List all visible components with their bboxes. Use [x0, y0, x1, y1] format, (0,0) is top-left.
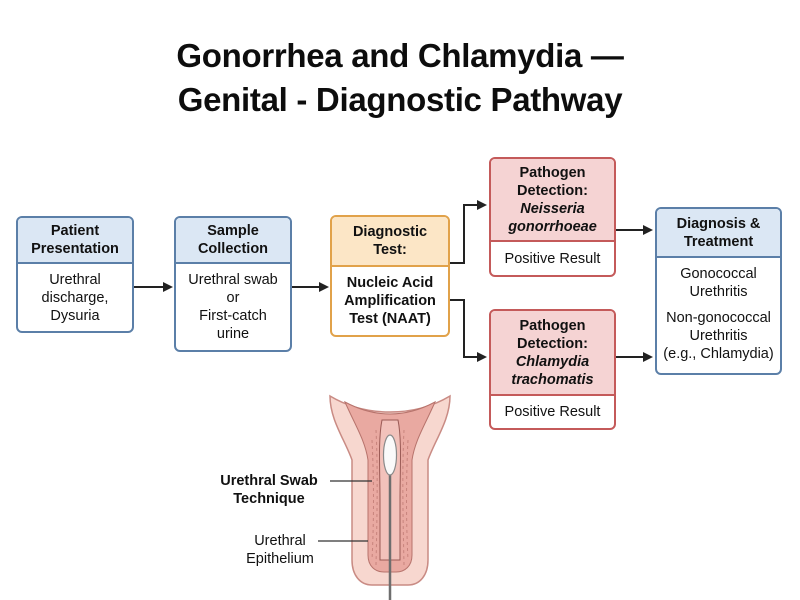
header-line: Test: [373, 242, 407, 258]
diagnosis-treatment-header: Diagnosis & Treatment [657, 209, 780, 258]
result-text: Positive Result [504, 404, 601, 420]
diagnosis-line: (e.g., Chlamydia) [663, 346, 774, 362]
organism-name: trachomatis [511, 371, 594, 388]
label-line: Urethral Swab [220, 473, 318, 489]
body-line: urine [216, 326, 250, 342]
diagnosis-line: Urethritis [689, 328, 748, 344]
chlamydia-detection-box: Pathogen Detection: Chlamydia trachomati… [489, 309, 616, 430]
page-title: Gonorrhea and Chlamydia — Genital - Diag… [0, 34, 800, 122]
body-line: Dysuria [50, 307, 100, 324]
diagnosis-treatment-body: Gonococcal Urethritis Non-gonococcal Ure… [657, 258, 780, 373]
header-line: Pathogen [519, 317, 586, 334]
header-line: Detection: [517, 182, 588, 199]
diagnosis-treatment-box: Diagnosis & Treatment Gonococcal Urethri… [655, 207, 782, 375]
label-line: Urethral [254, 533, 306, 549]
arrow-test-to-chlamydia [450, 299, 487, 362]
header-line: Diagnosis & [676, 215, 761, 232]
arrow-test-to-gonorrhoeae [450, 200, 487, 264]
epithelium-texture [371, 429, 409, 566]
urethral-epithelium-label: Urethral Epithelium [240, 532, 320, 568]
chlamydia-detection-header: Pathogen Detection: Chlamydia trachomati… [491, 311, 614, 396]
body-line: First-catch [199, 308, 267, 324]
gonorrhoeae-detection-header: Pathogen Detection: Neisseria gonorrhoea… [491, 159, 614, 242]
diagnostic-test-header: Diagnostic Test: [332, 217, 448, 267]
sample-collection-body: Urethral swab or First-catch urine [176, 264, 290, 350]
diagnosis-line: Gonococcal [680, 266, 757, 282]
title-line-2: Genital - Diagnostic Pathway [177, 81, 623, 118]
diagnostic-test-box: Diagnostic Test: Nucleic Acid Amplificat… [330, 215, 450, 337]
gonorrhoeae-detection-box: Pathogen Detection: Neisseria gonorrhoea… [489, 157, 616, 277]
header-line: Detection: [517, 335, 588, 352]
body-line: Test (NAAT) [349, 311, 431, 327]
swab-tip [382, 434, 398, 476]
organism-name: gonorrhoeae [508, 218, 597, 235]
body-line: Urethral [49, 271, 101, 288]
label-line: Technique [233, 491, 305, 507]
patient-presentation-body: Urethral discharge, Dysuria [18, 264, 132, 331]
result-text: Positive Result [504, 250, 601, 267]
organism-name: Chlamydia [515, 353, 590, 370]
label-line: Epithelium [246, 551, 314, 567]
body-line: discharge, [41, 289, 109, 306]
body-line: Amplification [344, 293, 436, 309]
body-line: Nucleic Acid [346, 275, 434, 291]
diagnostic-test-body: Nucleic Acid Amplification Test (NAAT) [332, 267, 448, 335]
title-line-1: Gonorrhea and Chlamydia — [176, 37, 624, 74]
sample-collection-header: Sample Collection [176, 218, 290, 264]
chlamydia-result: Positive Result [491, 396, 614, 428]
organism-name: Neisseria [520, 200, 585, 217]
sample-collection-box: Sample Collection Urethral swab or First… [174, 216, 292, 352]
body-line: Urethral swab [188, 272, 278, 288]
patient-presentation-header: Patient Presentation [18, 218, 132, 264]
header-line: Sample [207, 223, 259, 239]
header-line: Presentation [31, 241, 119, 257]
patient-presentation-box: Patient Presentation Urethral discharge,… [16, 216, 134, 333]
swab-technique-label: Urethral Swab Technique [208, 472, 330, 508]
diagnosis-line: Urethritis [689, 284, 748, 300]
diagnosis-line: Non-gonococcal [666, 310, 771, 326]
body-line: or [226, 290, 240, 306]
header-line: Patient [50, 223, 100, 239]
gonorrhoeae-result: Positive Result [491, 242, 614, 275]
header-line: Treatment [683, 233, 754, 250]
header-line: Diagnostic [352, 224, 428, 240]
header-line: Pathogen [519, 164, 586, 181]
header-line: Collection [197, 241, 269, 257]
